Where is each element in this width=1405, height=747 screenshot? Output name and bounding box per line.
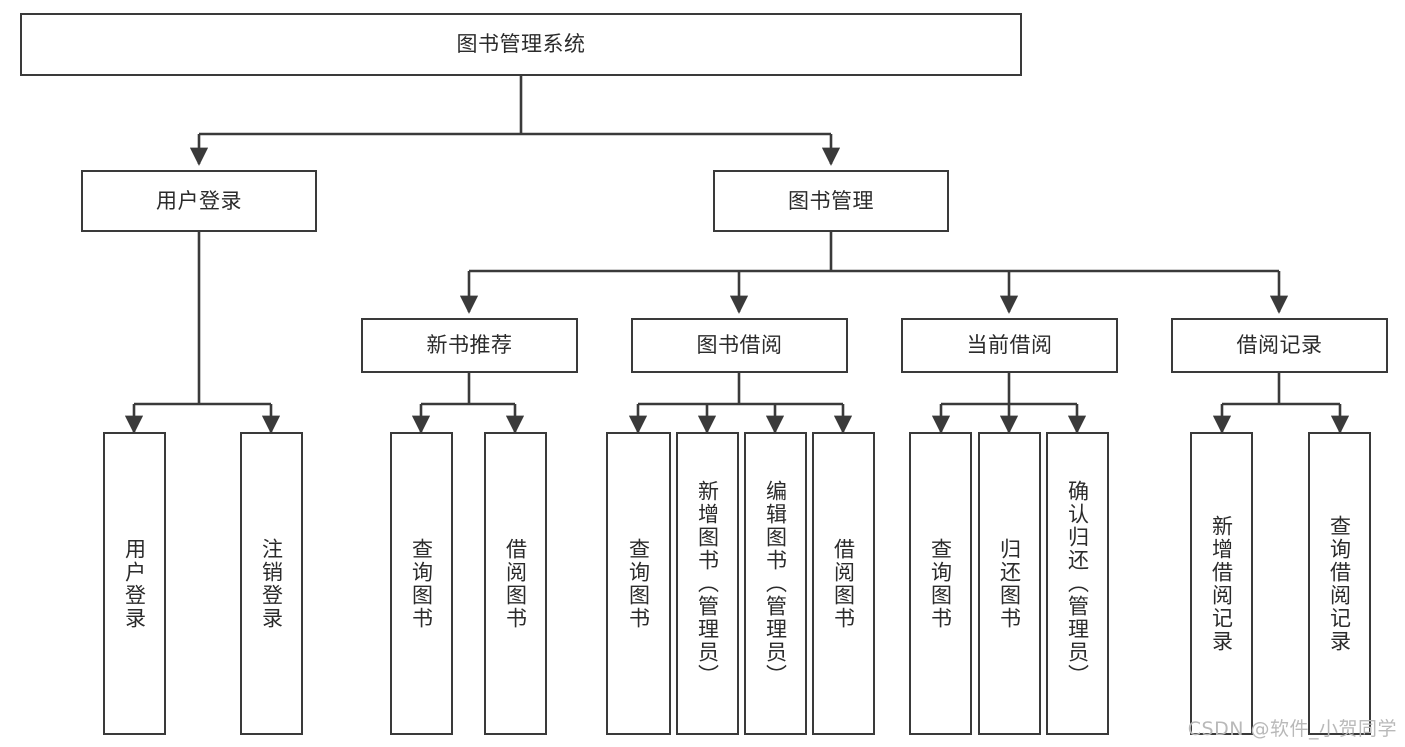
node-book-management-label: 图书管理 [788, 188, 874, 213]
node-leaf-query-borrow-record[interactable]: 查询借阅记录 [1308, 432, 1371, 735]
node-leaf-add-borrow-record-label: 新增借阅记录 [1209, 514, 1234, 653]
node-leaf-edit-book-admin[interactable]: 编辑图书（管理员） [744, 432, 807, 735]
node-leaf-query-book-3-label: 查询图书 [928, 537, 953, 630]
node-new-book-recommend-label: 新书推荐 [426, 333, 513, 358]
node-leaf-query-book-1-label: 查询图书 [409, 537, 434, 630]
node-book-borrow-label: 图书借阅 [696, 333, 783, 358]
node-leaf-query-book-2[interactable]: 查询图书 [606, 432, 671, 735]
node-leaf-user-login[interactable]: 用户登录 [103, 432, 166, 735]
node-leaf-borrow-book-1-label: 借阅图书 [503, 537, 528, 630]
node-leaf-confirm-return-admin-label: 确认归还（管理员） [1065, 480, 1090, 687]
node-current-borrow[interactable]: 当前借阅 [901, 318, 1118, 373]
node-leaf-add-book-admin-label: 新增图书（管理员） [695, 480, 720, 687]
node-leaf-query-book-3[interactable]: 查询图书 [909, 432, 972, 735]
node-leaf-user-login-label: 用户登录 [122, 537, 147, 630]
node-book-management[interactable]: 图书管理 [713, 170, 949, 232]
node-leaf-return-book[interactable]: 归还图书 [978, 432, 1041, 735]
node-user-login[interactable]: 用户登录 [81, 170, 317, 232]
node-leaf-query-book-2-label: 查询图书 [626, 537, 651, 630]
node-borrow-record-label: 借阅记录 [1236, 333, 1323, 358]
node-leaf-add-book-admin[interactable]: 新增图书（管理员） [676, 432, 739, 735]
node-leaf-logout[interactable]: 注销登录 [240, 432, 303, 735]
node-leaf-add-borrow-record[interactable]: 新增借阅记录 [1190, 432, 1253, 735]
node-root[interactable]: 图书管理系统 [20, 13, 1022, 76]
node-leaf-borrow-book-2-label: 借阅图书 [831, 537, 856, 630]
node-user-login-label: 用户登录 [156, 188, 242, 213]
node-leaf-confirm-return-admin[interactable]: 确认归还（管理员） [1046, 432, 1109, 735]
node-leaf-borrow-book-1[interactable]: 借阅图书 [484, 432, 547, 735]
node-borrow-record[interactable]: 借阅记录 [1171, 318, 1388, 373]
node-root-label: 图书管理系统 [456, 32, 586, 57]
node-leaf-borrow-book-2[interactable]: 借阅图书 [812, 432, 875, 735]
node-leaf-return-book-label: 归还图书 [997, 537, 1022, 630]
node-current-borrow-label: 当前借阅 [966, 333, 1053, 358]
node-leaf-query-book-1[interactable]: 查询图书 [390, 432, 453, 735]
node-leaf-query-borrow-record-label: 查询借阅记录 [1327, 514, 1352, 653]
node-book-borrow[interactable]: 图书借阅 [631, 318, 848, 373]
node-new-book-recommend[interactable]: 新书推荐 [361, 318, 578, 373]
node-leaf-logout-label: 注销登录 [259, 537, 284, 630]
node-leaf-edit-book-admin-label: 编辑图书（管理员） [763, 480, 788, 687]
